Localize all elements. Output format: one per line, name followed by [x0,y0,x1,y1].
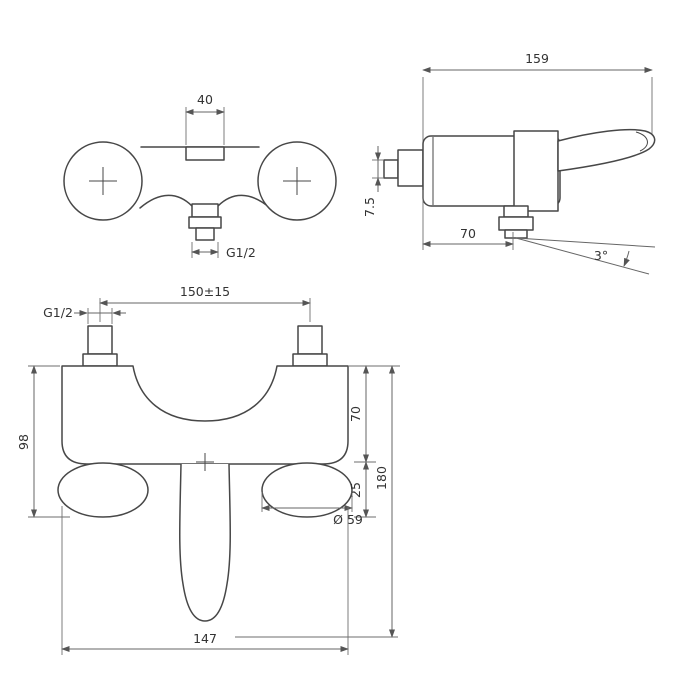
outlet-nut-side [498,216,534,231]
mounting-nut-left [57,462,149,518]
dim-wall-offset: 7.5 [362,146,384,217]
knurled-ring [513,130,559,212]
spout-thread [195,227,215,241]
dim-spout-angle: 3° [515,237,656,275]
body-outline [61,365,349,465]
spout-neck [191,203,219,218]
wall-flange [397,149,424,187]
dim-overall-height: 180 [235,365,398,638]
dim-label-angle: 3° [594,248,608,263]
dim-body-width: 147 [61,506,349,655]
handle-left [63,141,143,221]
mounting-nut-right [261,462,353,518]
mixer-body-front [139,146,271,241]
center-mark [196,453,214,471]
dim-top-to-axis: 70 [348,365,400,463]
bottom-view: 150±15 G1/2 98 [16,284,400,655]
top-cap [185,146,225,161]
dim-overall-length: 159 [422,51,653,146]
dim-inlet-spacing: 150±15 [99,284,311,322]
dim-label-body-width: 147 [193,631,217,646]
front-view: 40 G1/2 [63,92,337,260]
mixer-body-bottom [57,325,353,622]
thread-label-bottom: G1/2 [43,305,73,320]
dim-label-top-to-axis: 70 [348,406,363,422]
dim-label-length: 159 [525,51,549,66]
dim-label-inlet-spacing: 150±15 [180,284,230,299]
inlet-right [297,325,323,355]
dim-thread-front: G1/2 [191,242,256,260]
handle-right [257,141,337,221]
outlet-neck-side [503,205,529,218]
thread-label-front: G1/2 [226,245,256,260]
dim-label-cap-width: 40 [197,92,213,107]
bath-spout [179,463,231,622]
wall-inlet-stub [383,159,399,179]
dim-label-body-height: 98 [16,434,31,450]
dim-label-wall-offset: 7.5 [362,197,377,217]
dim-cap-width: 40 [185,92,225,145]
outlet-thread-side [504,229,528,239]
side-view: 159 7.5 70 [362,51,656,275]
inlet-left [87,325,113,355]
dim-label-outlet-offset: 70 [460,226,476,241]
dim-thread-bottom: G1/2 [43,305,126,324]
mixer-body-side [383,128,656,239]
dim-outlet-offset: 70 [422,190,514,250]
spout-nut [188,216,222,229]
lever-handle [557,128,656,172]
dim-label-axis-to-nut: 25 [348,482,363,498]
inlet-collar-right [292,353,328,367]
inlet-collar-left [82,353,118,367]
dim-body-height: 98 [16,365,70,518]
dim-label-overall-height: 180 [374,466,389,490]
